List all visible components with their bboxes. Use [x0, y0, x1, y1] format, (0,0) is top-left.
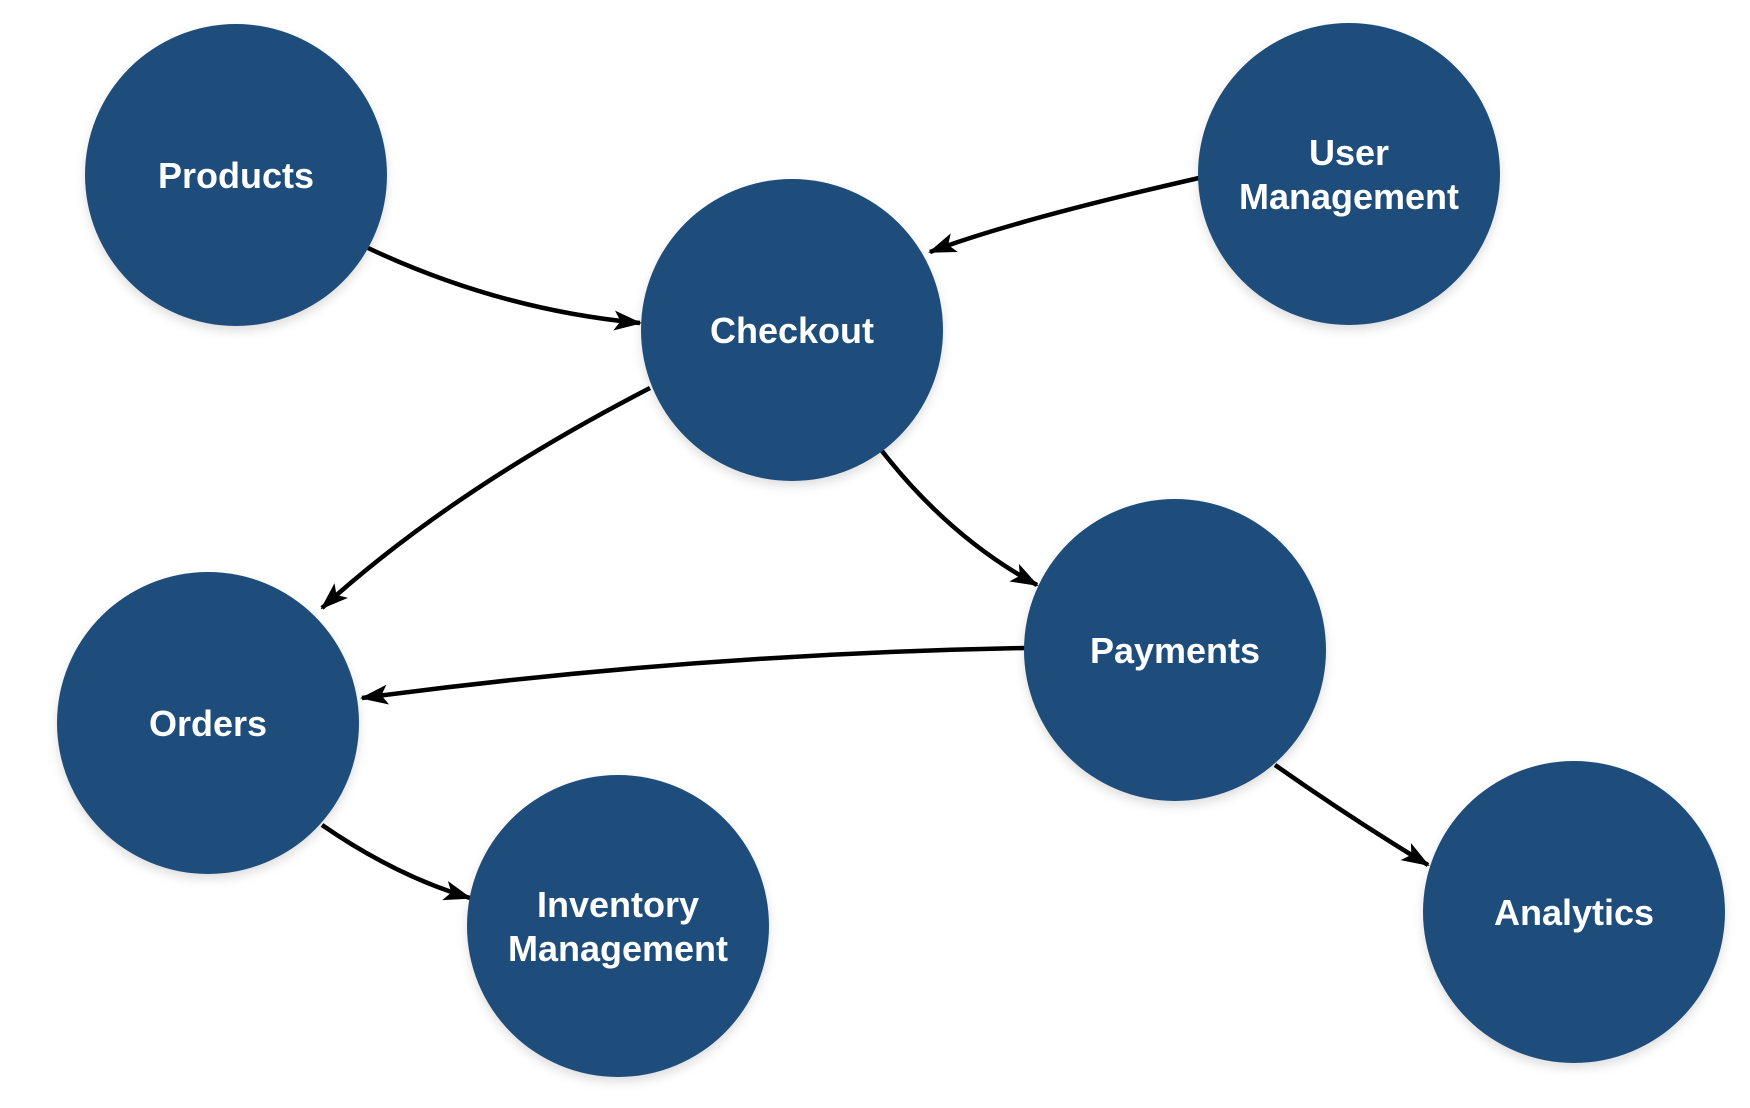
products-circle [85, 24, 387, 326]
node-products[interactable]: Products [85, 24, 387, 326]
analytics-circle [1423, 761, 1725, 1063]
edge-user-management-to-checkout [928, 175, 1200, 255]
inventory-management-circle [467, 775, 769, 1077]
analytics-label: Analytics [1494, 892, 1654, 933]
user-management-circle [1198, 23, 1500, 325]
node-checkout[interactable]: Checkout [641, 179, 943, 481]
orders-circle [57, 572, 359, 874]
checkout-label: Checkout [710, 310, 874, 351]
edge-payments-to-analytics [1273, 763, 1430, 867]
node-payments[interactable]: Payments [1024, 499, 1326, 801]
node-analytics[interactable]: Analytics [1423, 761, 1725, 1063]
edge-orders-to-inventory-management [320, 823, 472, 901]
edge-payments-to-orders [360, 645, 1026, 705]
edges-layer [320, 175, 1430, 901]
checkout-circle [641, 179, 943, 481]
edge-checkout-to-payments [880, 449, 1039, 587]
edge-products-to-checkout [367, 245, 642, 331]
orders-label: Orders [149, 703, 267, 744]
payments-circle [1024, 499, 1326, 801]
node-orders[interactable]: Orders [57, 572, 359, 874]
edge-checkout-to-orders [320, 385, 652, 610]
products-label: Products [158, 155, 314, 196]
payments-label: Payments [1090, 630, 1260, 671]
